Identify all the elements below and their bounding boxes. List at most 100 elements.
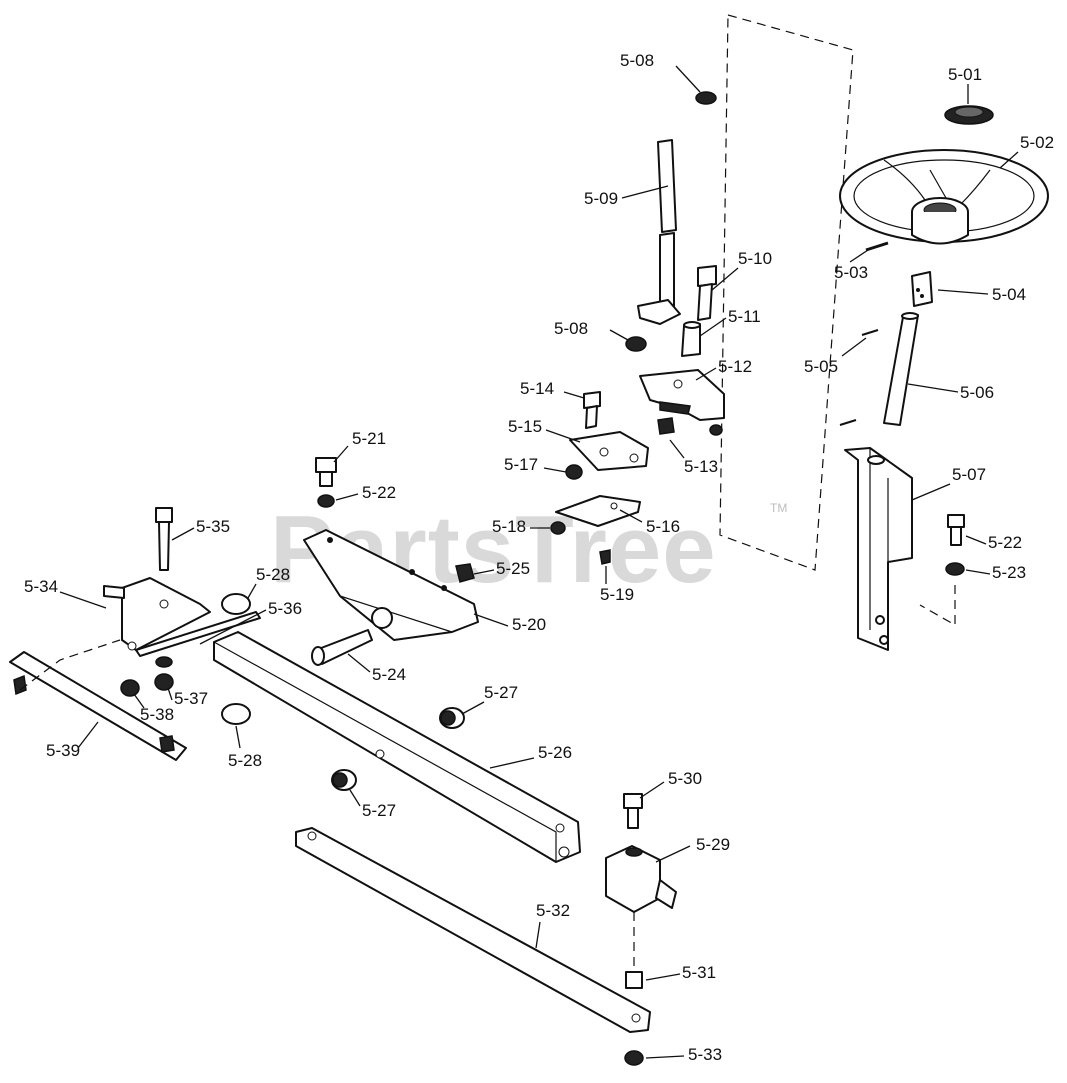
steering-sector-part[interactable] [639,369,725,421]
front-axle-part[interactable] [213,631,581,863]
callout-label-5-16[interactable]: 5-16 [646,517,680,536]
callout-leader-5-09 [621,185,669,199]
callout-leader-5-31 [645,973,681,981]
callout-label-5-25[interactable]: 5-25 [496,559,530,578]
callout-label-5-22[interactable]: 5-22 [988,533,1022,552]
axle-bushing-a-part[interactable] [439,707,465,729]
callout-label-5-12[interactable]: 5-12 [718,357,752,376]
callout-label-5-10[interactable]: 5-10 [738,249,772,268]
steering-shaft-part[interactable] [883,312,919,426]
knuckle-bolt-part[interactable] [155,507,173,571]
callout-label-5-28[interactable]: 5-28 [228,751,262,770]
callout-label-5-17[interactable]: 5-17 [504,455,538,474]
tie-rod-nut-part[interactable] [120,679,140,697]
tie-rod-part[interactable] [135,611,261,657]
callout-label-5-38[interactable]: 5-38 [140,705,174,724]
spindle-axle-part[interactable] [9,651,187,761]
knuckle-nut-part[interactable] [154,673,174,691]
callout-leader-5-38 [133,693,145,709]
column-support-bracket-part[interactable] [844,447,913,651]
pinion-bolt-part[interactable] [697,265,717,321]
flange-bushing-a-part[interactable] [221,593,251,615]
callout-label-5-26[interactable]: 5-26 [538,743,572,762]
callout-label-5-31[interactable]: 5-31 [682,963,716,982]
callout-label-5-28[interactable]: 5-28 [256,565,290,584]
adapter-sleeve-part[interactable] [911,271,933,307]
callout-label-5-24[interactable]: 5-24 [372,665,406,684]
callout-label-5-07[interactable]: 5-07 [952,465,986,484]
callout-label-5-29[interactable]: 5-29 [696,835,730,854]
steering-wheel-part[interactable] [839,149,1049,245]
callout-label-5-22[interactable]: 5-22 [362,483,396,502]
callout-label-5-05[interactable]: 5-05 [804,357,838,376]
roll-pin-part[interactable] [865,241,889,252]
spacer-sleeve-part[interactable] [681,321,701,357]
axle-lockwasher-top-part[interactable] [317,494,335,508]
callout-label-5-36[interactable]: 5-36 [268,599,302,618]
axle-support-channel-part[interactable] [303,529,479,641]
callout-leader-5-27 [349,789,361,807]
arm-nut-part[interactable] [624,1050,644,1066]
steering-cap-part[interactable] [944,105,994,125]
callout-label-5-09[interactable]: 5-09 [584,189,618,208]
callout-label-5-20[interactable]: 5-20 [512,615,546,634]
steering-gear-shaft-part[interactable] [637,139,681,325]
grease-fitting-part[interactable] [599,549,611,565]
callout-label-5-21[interactable]: 5-21 [352,429,386,448]
shaft-bushing-mid-part[interactable] [625,336,647,352]
callout-label-5-27[interactable]: 5-27 [362,801,396,820]
arm-spacer-part[interactable] [625,971,643,989]
callout-label-5-32[interactable]: 5-32 [536,901,570,920]
callout-label-5-06[interactable]: 5-06 [960,383,994,402]
callout-label-5-14[interactable]: 5-14 [520,379,554,398]
plate-nut-part[interactable] [550,521,566,535]
callout-leader-5-24 [347,653,371,673]
callout-label-5-33[interactable]: 5-33 [688,1045,722,1064]
callout-leader-5-13 [669,439,685,459]
shaft-bushing-top-part[interactable] [695,91,717,105]
callout-label-5-23[interactable]: 5-23 [992,563,1026,582]
callout-label-5-35[interactable]: 5-35 [196,517,230,536]
sector-plate-lower-part[interactable] [555,495,641,527]
spacer-part[interactable] [565,464,583,480]
callout-leader-5-04 [937,289,989,295]
callout-label-5-03[interactable]: 5-03 [834,263,868,282]
callout-label-5-13[interactable]: 5-13 [684,457,718,476]
steering-arm-bolt-part[interactable] [623,793,643,829]
callout-leader-5-03 [849,249,869,263]
bracket-bolt-part[interactable] [947,514,965,546]
sector-plate-upper-part[interactable] [569,431,649,471]
callout-leader-5-16 [619,509,643,523]
knuckle-washer-part[interactable] [155,656,173,668]
sector-nut-part[interactable] [657,417,723,436]
callout-label-5-27[interactable]: 5-27 [484,683,518,702]
axle-bushing-b-part[interactable] [331,769,357,791]
callout-leader-5-28 [235,725,241,749]
callout-leader-5-28 [247,583,257,599]
steering-arm-part[interactable] [605,845,677,913]
callout-label-5-19[interactable]: 5-19 [600,585,634,604]
steering-knuckle-part[interactable] [103,577,211,651]
callout-label-5-37[interactable]: 5-37 [174,689,208,708]
callout-label-5-15[interactable]: 5-15 [508,417,542,436]
axle-lock-nut-part[interactable] [455,563,475,583]
callout-label-5-30[interactable]: 5-30 [668,769,702,788]
callout-leader-5-26 [489,757,535,769]
callout-label-5-01[interactable]: 5-01 [948,65,982,84]
callout-label-5-08[interactable]: 5-08 [620,51,654,70]
callout-label-5-18[interactable]: 5-18 [492,517,526,536]
axle-bolt-top-part[interactable] [315,457,337,487]
callout-label-5-34[interactable]: 5-34 [24,577,58,596]
spring-pin-part[interactable] [839,329,879,426]
callout-label-5-02[interactable]: 5-02 [1020,133,1054,152]
callout-label-5-39[interactable]: 5-39 [46,741,80,760]
bracket-lockwasher-part[interactable] [945,562,965,576]
drag-link-part[interactable] [295,827,651,1033]
callout-label-5-04[interactable]: 5-04 [992,285,1026,304]
callout-label-5-08[interactable]: 5-08 [554,319,588,338]
callout-leader-5-12 [695,367,717,381]
pivot-pin-part[interactable] [311,629,373,666]
callout-label-5-11[interactable]: 5-11 [728,307,761,326]
pivot-bolt-part[interactable] [583,391,601,429]
flange-bushing-b-part[interactable] [221,703,251,725]
